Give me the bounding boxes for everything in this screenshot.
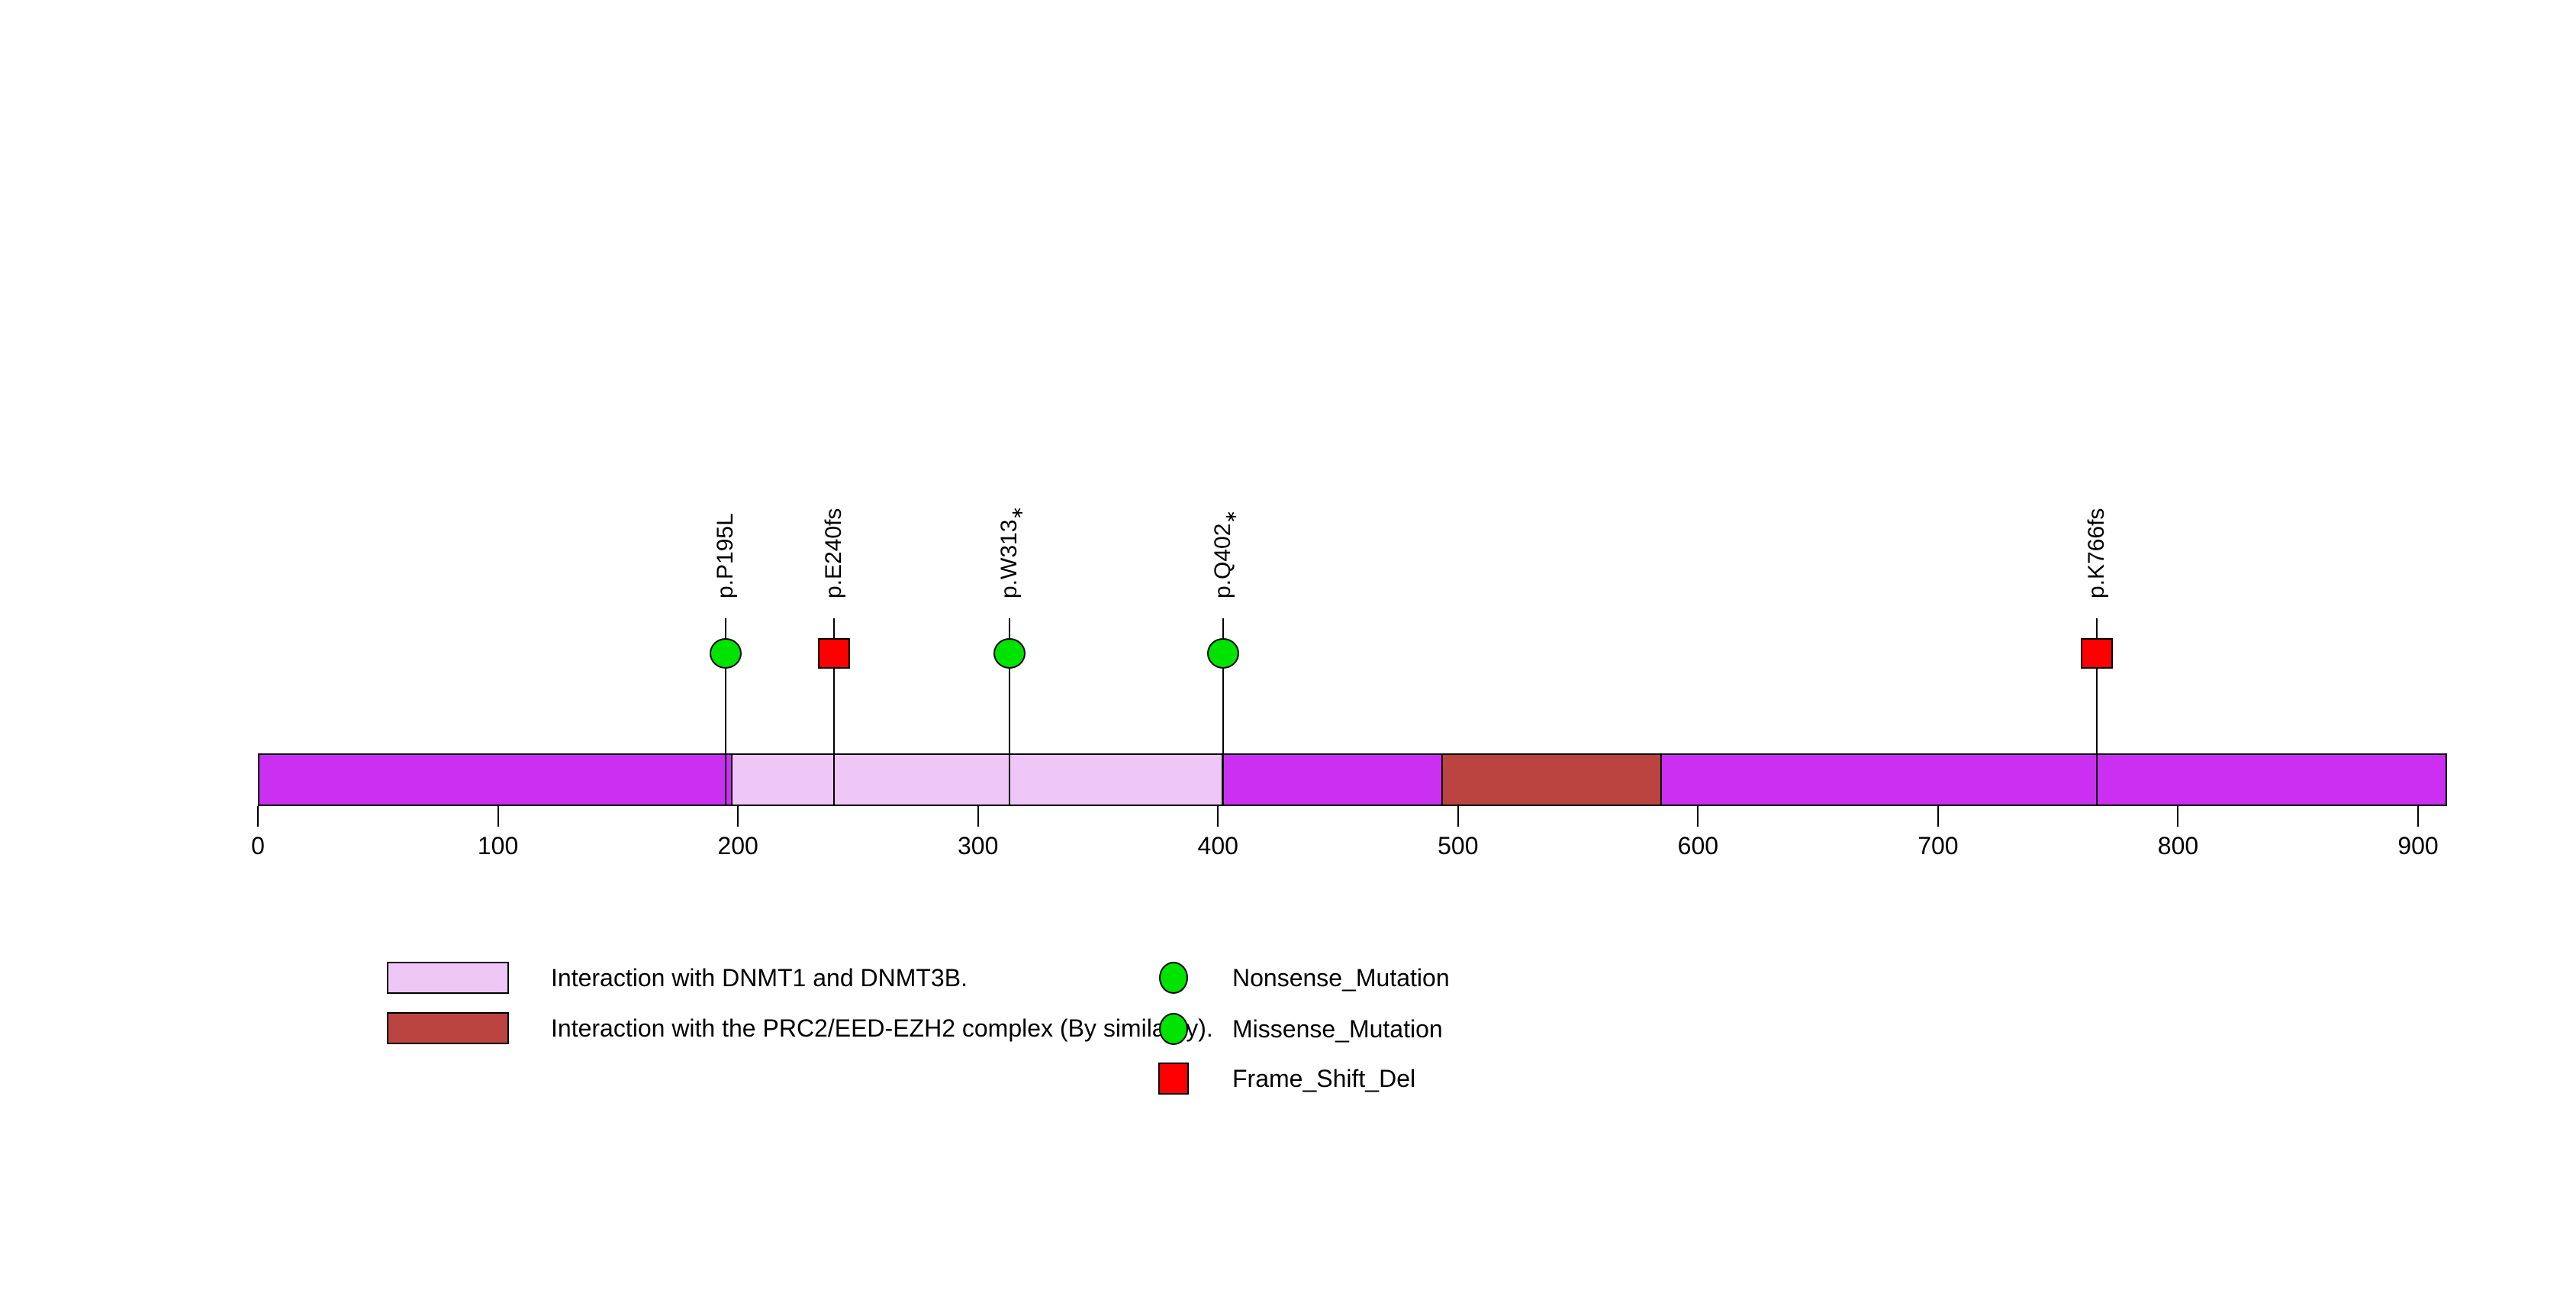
mutation-marker-circle (1206, 638, 1239, 669)
axis-tick-label: 800 (2157, 832, 2199, 859)
legend-domain-label-0: Interaction with DNMT1 and DNMT3B. (551, 964, 968, 992)
legend-mutation-label-0: Nonsense_Mutation (1232, 964, 1450, 992)
mutation-label: p.Q402∗ (1209, 509, 1243, 598)
domain-region-0 (730, 753, 1223, 806)
axis-tick (497, 806, 499, 827)
axis-tick-label: 200 (717, 832, 758, 859)
axis-tick (977, 806, 979, 827)
legend-mutation-marker-square (1158, 1063, 1189, 1095)
axis-tick-label: 400 (1197, 832, 1238, 859)
legend-mutation-label-2: Frame_Shift_Del (1232, 1065, 1416, 1092)
legend-domain-swatch-1 (387, 1012, 509, 1044)
axis-tick-label: 100 (477, 832, 519, 859)
axis-tick (1697, 806, 1699, 827)
mutation-label: p.W313∗ (996, 506, 1029, 598)
mutation-label: p.P195L (713, 513, 739, 598)
legend-mutation-marker-circle (1159, 962, 1188, 994)
mutation-label-text: p.E240fs (820, 508, 846, 598)
stop-codon-star: ∗ (1008, 506, 1026, 520)
axis-tick (2417, 806, 2420, 827)
mutation-label: p.K766fs (2083, 508, 2109, 598)
lollipop-stem (725, 618, 727, 806)
lollipop-stem (832, 618, 835, 806)
mutation-marker-square (2080, 638, 2113, 669)
mutation-label-text: p.Q402 (1209, 523, 1235, 598)
mutation-label-text: p.K766fs (2083, 508, 2109, 598)
axis-tick (1457, 806, 1459, 827)
axis-tick-label: 600 (1677, 832, 1719, 859)
axis-tick-label: 900 (2397, 832, 2439, 859)
legend-mutation-label-1: Missense_Mutation (1232, 1015, 1443, 1043)
lollipop-stem (1222, 618, 1224, 806)
mutation-marker-square (817, 638, 850, 669)
axis-tick (737, 806, 739, 827)
axis-tick-label: 500 (1438, 832, 1479, 859)
protein-bar (258, 753, 2447, 806)
legend-mutation-marker-circle (1159, 1013, 1188, 1045)
mutation-label: p.E240fs (820, 508, 846, 598)
legend-domain-swatch-0 (387, 962, 509, 994)
mutation-label-text: p.P195L (713, 513, 739, 598)
mutation-label-text: p.W313 (996, 519, 1022, 598)
axis-tick (1217, 806, 1219, 827)
axis-tick (2177, 806, 2179, 827)
mutation-marker-circle (993, 638, 1026, 669)
axis-tick-label: 0 (251, 832, 265, 859)
stop-codon-star: ∗ (1222, 509, 1240, 524)
axis-tick-label: 300 (957, 832, 999, 859)
mutation-marker-circle (710, 638, 742, 669)
lollipop-stem (2095, 618, 2098, 806)
lollipop-stem (1008, 618, 1010, 806)
legend-domain-label-1: Interaction with the PRC2/EED-EZH2 compl… (551, 1014, 1213, 1042)
domain-region-1 (1441, 753, 1663, 806)
axis-tick (257, 806, 259, 827)
axis-tick (1937, 806, 1939, 827)
axis-tick-label: 700 (1918, 832, 1959, 859)
